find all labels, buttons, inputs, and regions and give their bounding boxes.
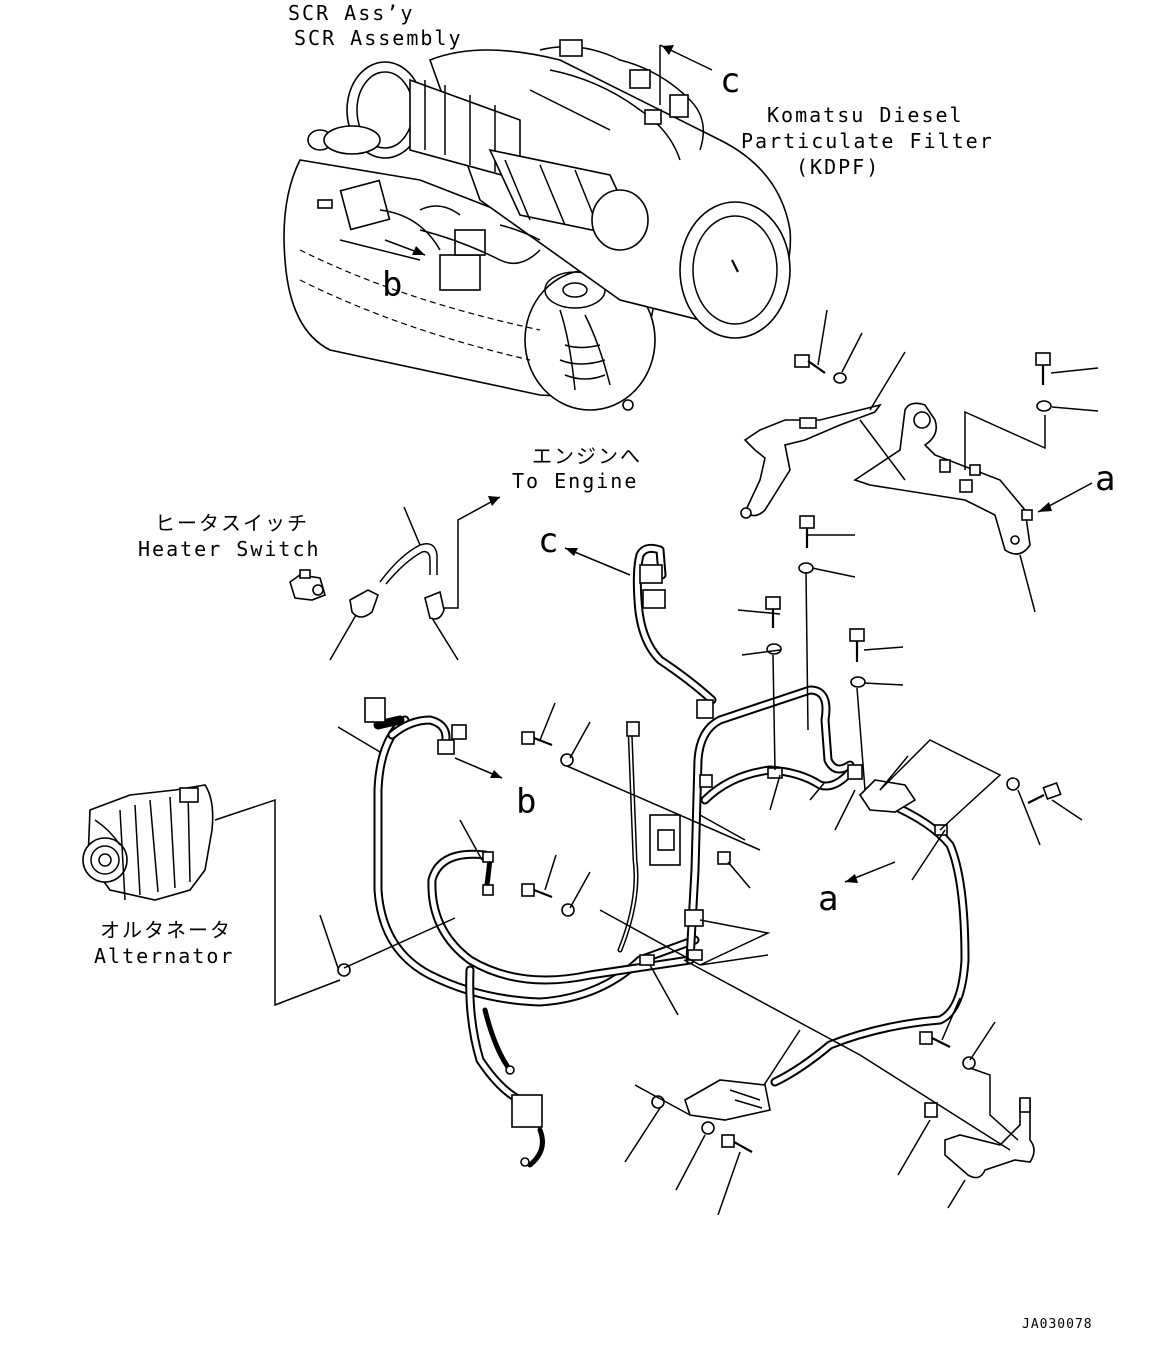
- heater-switch-label-en: Heater Switch: [138, 537, 321, 561]
- kdpf-label-line2: Particulate Filter: [741, 129, 994, 153]
- kdpf-label-line3: (KDPF): [796, 155, 880, 179]
- leader-lines: [319, 534, 1083, 1216]
- kdpf-label-line1: Komatsu Diesel: [767, 103, 964, 127]
- heater-switch-label-ja: ヒータスイッチ: [155, 511, 309, 535]
- heater-switch-illustration: [289, 496, 501, 661]
- wiring-harness-illustration: [364, 543, 970, 1168]
- scr-label-en: SCR Assembly: [294, 26, 463, 50]
- ref-b-middle: b: [516, 782, 536, 822]
- bracket-a-illustration: [740, 309, 1099, 613]
- scr-label-ja: SCR Ass’y: [288, 1, 414, 25]
- scr-assembly-illustration: [283, 39, 792, 411]
- ref-b-top: b: [382, 265, 402, 305]
- ref-c-top: c: [720, 61, 740, 101]
- alternator-illustration: [82, 784, 214, 901]
- fasteners: [337, 515, 1062, 1179]
- ref-a-right: a: [1095, 459, 1115, 499]
- ref-c-middle: c: [538, 521, 558, 561]
- engine-label-ja: エンジンへ: [532, 444, 642, 468]
- alternator-label-ja: オルタネータ: [100, 918, 232, 942]
- ref-a-lower: a: [818, 879, 838, 919]
- reference-arrows: [454, 547, 896, 883]
- drawing-code: JA030078: [1022, 1317, 1093, 1332]
- alternator-leader: [214, 798, 341, 1007]
- engine-label-en: To Engine: [512, 469, 638, 493]
- alternator-label-en: Alternator: [94, 944, 234, 968]
